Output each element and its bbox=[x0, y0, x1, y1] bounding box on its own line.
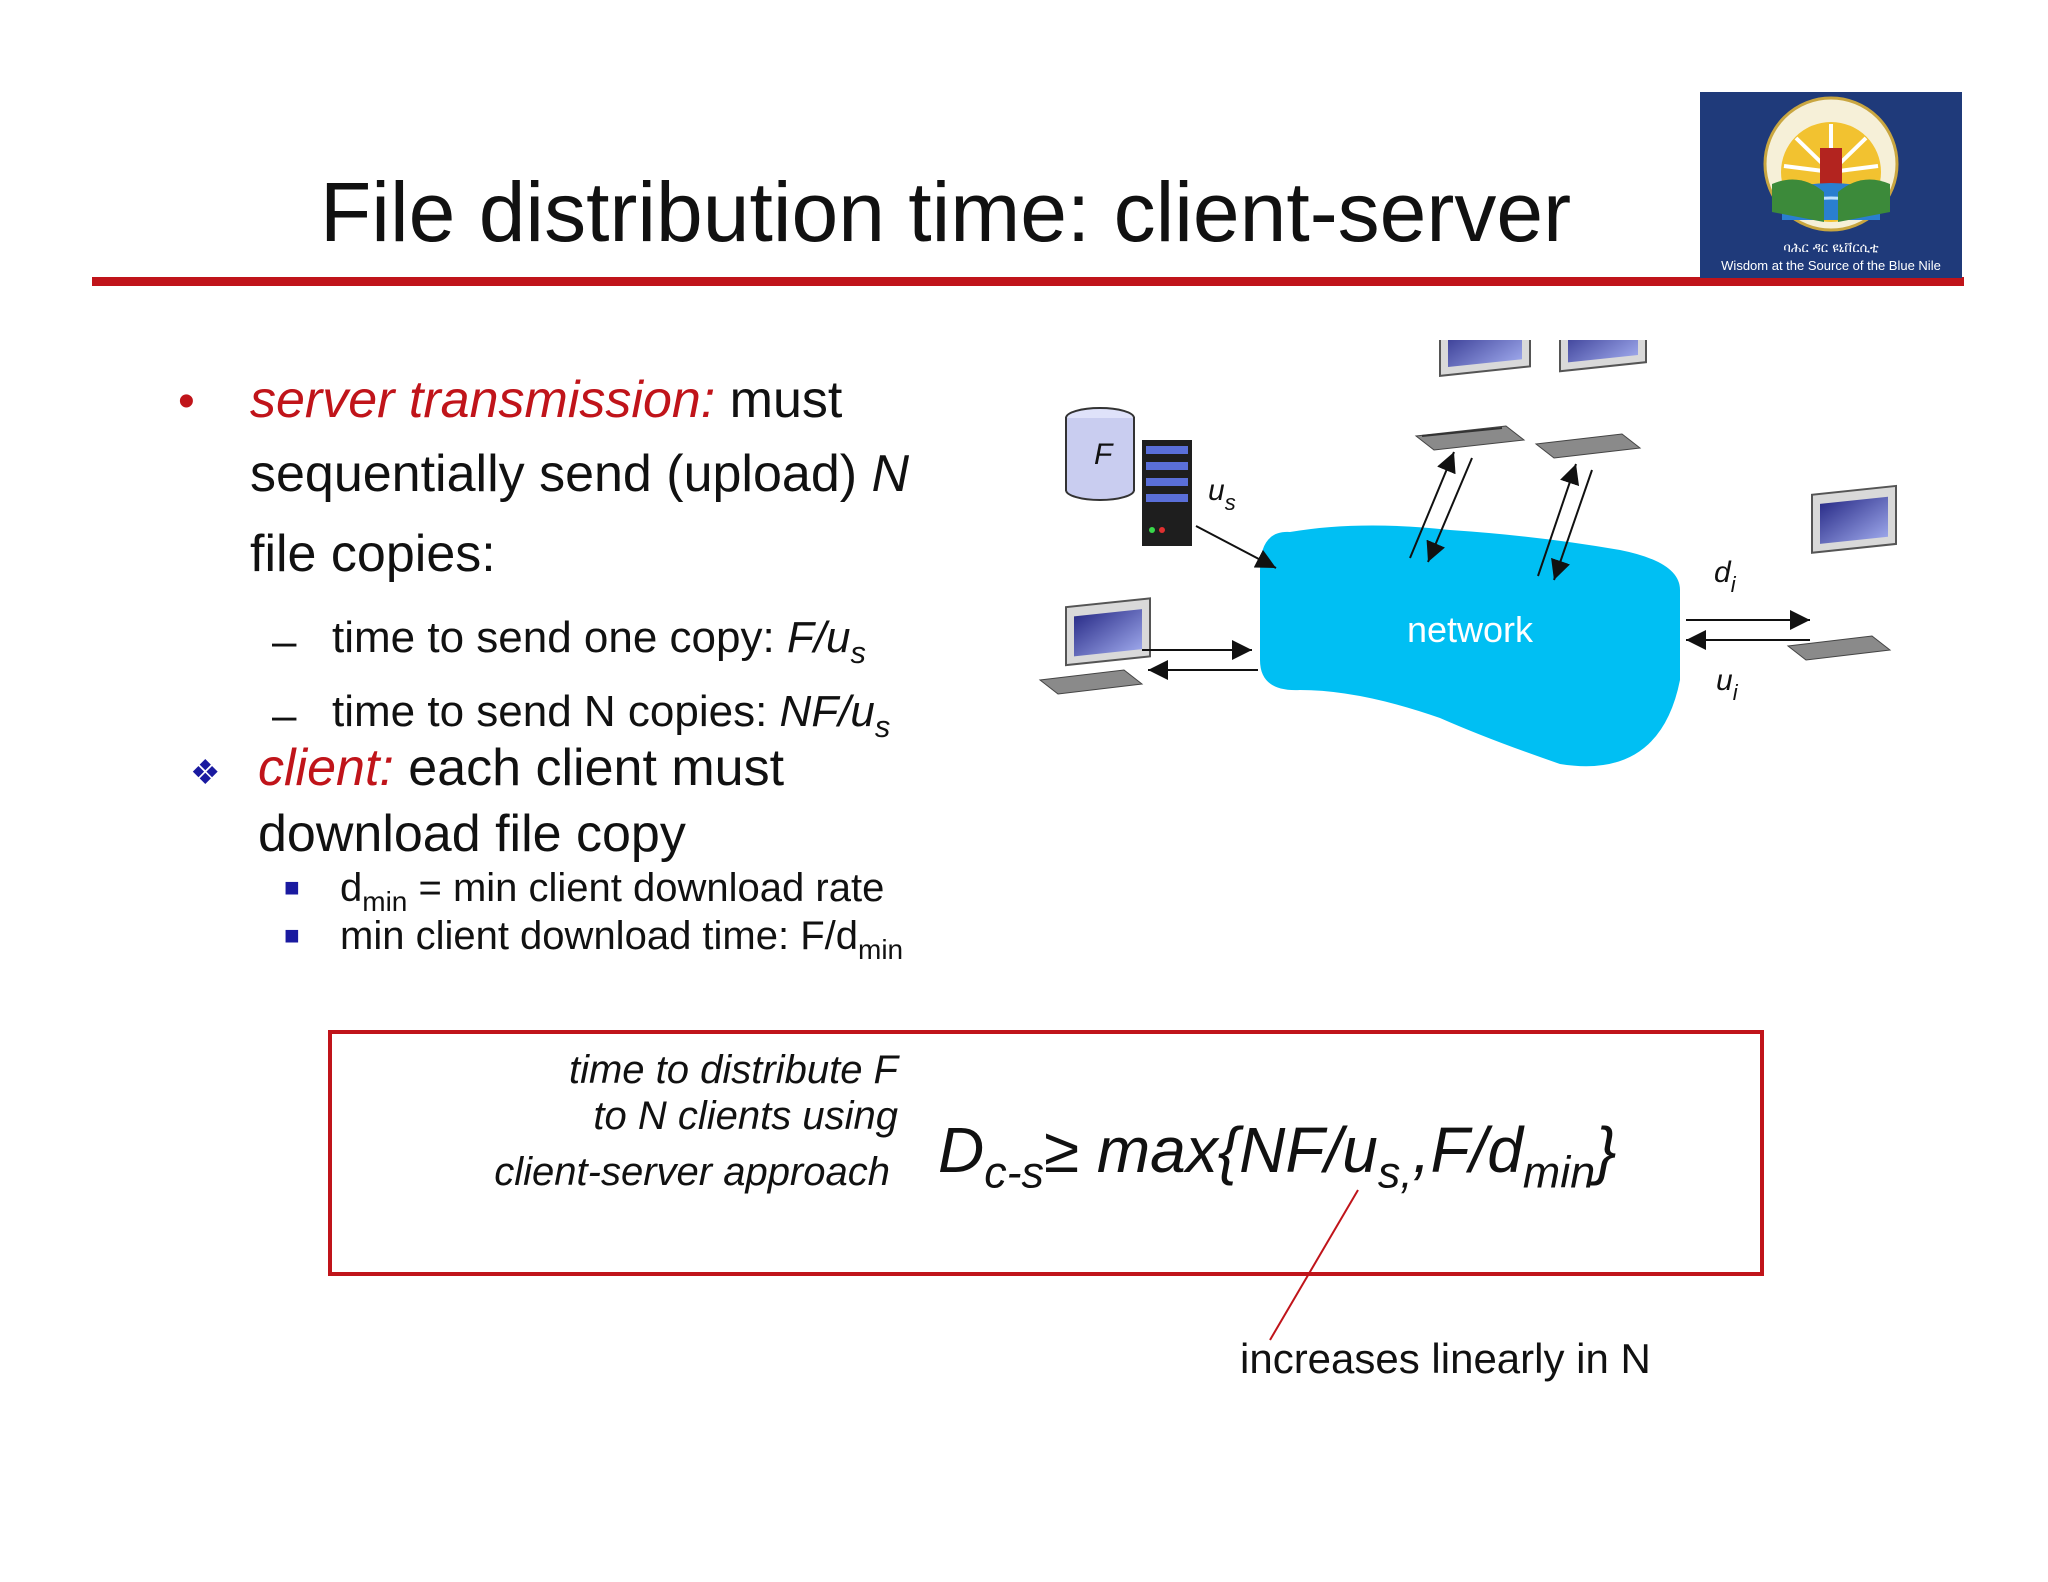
network-label: network bbox=[1407, 609, 1534, 650]
client-sub-bullet-1: ■ bbox=[284, 872, 300, 902]
distribution-time-formula: Dc-s≥ max{NF/us,,F/dmin} bbox=[938, 1118, 1616, 1195]
file-database-icon: F bbox=[1065, 407, 1135, 501]
formula-desc-line3: client-server approach bbox=[494, 1150, 890, 1194]
formula-box bbox=[328, 1030, 1764, 1276]
formula-D: D bbox=[938, 1114, 985, 1186]
di-label: di bbox=[1714, 556, 1737, 597]
client-heading: client: bbox=[258, 739, 394, 797]
download-time-pre: min client download time: F/d bbox=[340, 914, 859, 958]
server-icon bbox=[1142, 440, 1192, 546]
sub-item-n-copies-sub: s bbox=[874, 708, 891, 744]
bullet-dot: • bbox=[178, 375, 195, 428]
server-transmission-line1: server transmission: must bbox=[250, 374, 842, 426]
client-sub-item-download-time: min client download time: F/dmin bbox=[340, 914, 903, 963]
callout-text: increases linearly in N bbox=[1240, 1335, 1651, 1382]
client-line1: client: each client must bbox=[258, 742, 784, 794]
logo-amharic-caption: ባሕር ዳር ዩኒቨርሲቲ bbox=[1783, 241, 1878, 256]
callout-pointer-line bbox=[1200, 1180, 1400, 1350]
client-computer-top-2 bbox=[1534, 303, 1647, 459]
formula-mid: ,F/d bbox=[1412, 1114, 1523, 1186]
dmin-pre: d bbox=[340, 866, 363, 910]
formula-us-sub: s, bbox=[1377, 1147, 1413, 1198]
server-transmission-line2: sequentially send (upload) N bbox=[250, 448, 909, 500]
sub-item-n-copies: time to send N copies: NF/us bbox=[332, 687, 890, 742]
client-sub-bullet-2: ■ bbox=[284, 920, 300, 950]
sub-item-one-copy-sub: s bbox=[850, 634, 866, 670]
dmin-post: = min client download rate bbox=[407, 866, 885, 910]
ui-label: ui bbox=[1716, 664, 1739, 705]
file-label: F bbox=[1094, 438, 1114, 471]
us-label: us bbox=[1208, 474, 1236, 515]
server-transmission-text2: sequentially send (upload) bbox=[250, 445, 872, 503]
network-cloud bbox=[1260, 525, 1680, 767]
server-transmission-text3: file copies: bbox=[250, 525, 496, 583]
sub-item-one-copy-text: time to send one copy: bbox=[332, 613, 787, 662]
title-underline bbox=[92, 277, 1964, 286]
logo-english-caption: Wisdom at the Source of the Blue Nile bbox=[1721, 258, 1941, 273]
client-bullet: ❖ bbox=[190, 754, 221, 792]
sub-dash-1: – bbox=[272, 617, 297, 666]
sub-dash-2: – bbox=[272, 691, 297, 740]
formula-dmin-sub: min bbox=[1522, 1147, 1596, 1198]
server-transmission-heading: server transmission: bbox=[250, 371, 716, 429]
university-logo: ባሕር ዳር ዩኒቨርሲቲ Wisdom at the Source of th… bbox=[1700, 92, 1962, 278]
client-sub-item-dmin: dmin = min client download rate bbox=[340, 866, 885, 915]
client-text1: each client must bbox=[393, 739, 785, 797]
slide-title: File distribution time: client-server bbox=[320, 165, 1572, 259]
server-transmission-n: N bbox=[871, 445, 910, 503]
sub-item-n-copies-text: time to send N copies: bbox=[332, 687, 780, 736]
client-computer-right bbox=[1786, 484, 1897, 661]
download-time-sub: min bbox=[858, 933, 904, 965]
server-transmission-text1: must bbox=[715, 371, 843, 429]
client-computer-left bbox=[1038, 597, 1151, 695]
client-server-diagram: network F us bbox=[1020, 303, 1920, 780]
formula-desc-line1: time to distribute F bbox=[568, 1048, 898, 1092]
sub-item-n-copies-formula: NF/u bbox=[779, 687, 875, 736]
client-computer-top-1 bbox=[1414, 305, 1531, 451]
sub-item-one-copy: time to send one copy: F/us bbox=[332, 613, 866, 668]
formula-max-pre: max{NF/u bbox=[1079, 1114, 1378, 1186]
formula-close: } bbox=[1595, 1114, 1617, 1186]
formula-D-sub: c-s bbox=[984, 1147, 1044, 1198]
formula-desc-line2: to N clients using bbox=[593, 1094, 898, 1138]
client-text2: download file copy bbox=[258, 805, 686, 863]
dmin-sub: min bbox=[362, 885, 408, 917]
formula-ge: ≥ bbox=[1043, 1114, 1080, 1186]
sub-item-one-copy-formula: F/u bbox=[786, 613, 851, 662]
